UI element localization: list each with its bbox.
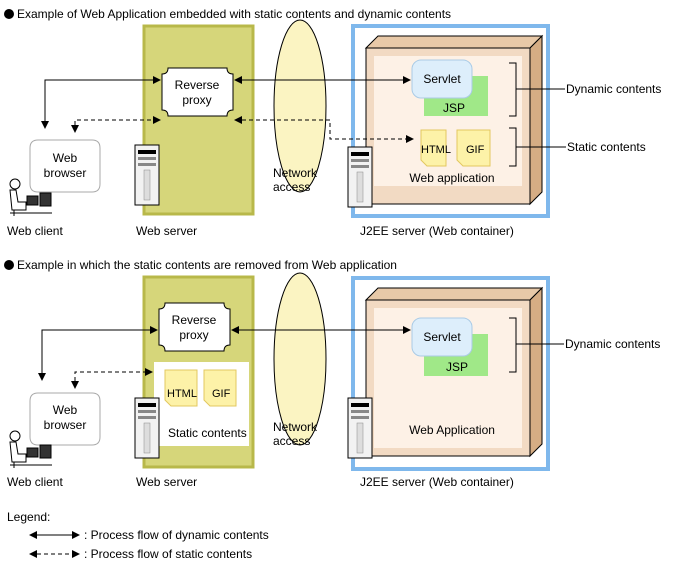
static-contents-label: Static contents bbox=[168, 426, 247, 440]
user-at-computer-icon bbox=[9, 430, 52, 468]
web-client-label: Web client bbox=[7, 224, 63, 238]
web-application-label: Web Application bbox=[409, 423, 495, 437]
web-browser-box bbox=[29, 392, 101, 446]
user-at-computer-icon bbox=[9, 178, 52, 216]
static-flow-arrow bbox=[234, 116, 414, 143]
web-browser-label: browser bbox=[44, 418, 87, 432]
j2ee-server-label: J2EE server (Web container) bbox=[360, 224, 514, 238]
dynamic-bracket bbox=[509, 317, 517, 373]
static-flow-arrow bbox=[71, 116, 161, 133]
dynamic-flow-arrow bbox=[38, 326, 158, 381]
section-title: Example of Web Application embedded with… bbox=[17, 7, 451, 21]
network-ellipse bbox=[273, 272, 327, 446]
web-server-label: Web server bbox=[136, 475, 197, 489]
html-file-icon bbox=[420, 129, 447, 167]
web-browser-label: Web bbox=[53, 151, 78, 165]
section-1: Example of Web Application embedded with… bbox=[4, 7, 661, 238]
reverse-proxy-label: Reverse bbox=[175, 78, 220, 92]
server-tower-icon bbox=[134, 397, 160, 459]
web-application-label: Web application bbox=[409, 171, 494, 185]
jsp-label: JSP bbox=[446, 360, 468, 374]
servlet-label: Servlet bbox=[423, 72, 461, 86]
reverse-proxy-label: proxy bbox=[182, 93, 211, 107]
reverse-proxy-label: proxy bbox=[179, 328, 208, 342]
html-label: HTML bbox=[167, 388, 197, 400]
section-2: Example in which the static contents are… bbox=[4, 258, 660, 489]
server-tower-icon bbox=[347, 146, 373, 208]
servlet-label: Servlet bbox=[423, 330, 461, 344]
j2ee-server-label: J2EE server (Web container) bbox=[360, 475, 514, 489]
static-contents-label: Static contents bbox=[567, 140, 646, 154]
dynamic-contents-label: Dynamic contents bbox=[565, 337, 660, 351]
web-container-shadow bbox=[529, 286, 543, 458]
reverse-proxy-label: Reverse bbox=[172, 313, 217, 327]
web-browser-label: Web bbox=[53, 403, 78, 417]
reverse-proxy-box bbox=[158, 302, 231, 352]
legend-static-label: : Process flow of static contents bbox=[84, 547, 252, 561]
dynamic-flow-arrow bbox=[41, 76, 161, 129]
html-label: HTML bbox=[421, 144, 451, 156]
reverse-proxy-box bbox=[161, 67, 234, 117]
bullet-icon bbox=[4, 9, 14, 19]
gif-file-icon bbox=[203, 369, 237, 407]
web-browser-label: browser bbox=[44, 166, 87, 180]
network-access-label: Network bbox=[273, 420, 318, 434]
network-access-label: access bbox=[273, 434, 310, 448]
static-flow-arrow bbox=[71, 368, 153, 389]
gif-label: GIF bbox=[212, 388, 231, 400]
html-file-icon bbox=[164, 369, 198, 407]
network-access-label: Network bbox=[273, 166, 318, 180]
legend-title: Legend: bbox=[7, 510, 50, 524]
server-tower-icon bbox=[134, 144, 160, 206]
web-server-label: Web server bbox=[136, 224, 197, 238]
gif-label: GIF bbox=[466, 144, 485, 156]
legend-dynamic-label: : Process flow of dynamic contents bbox=[84, 528, 269, 542]
network-access-label: access bbox=[273, 180, 310, 194]
section-title: Example in which the static contents are… bbox=[17, 258, 397, 272]
web-container-shadow bbox=[364, 35, 544, 49]
network-ellipse bbox=[273, 19, 327, 193]
web-client-label: Web client bbox=[7, 475, 63, 489]
dynamic-contents-label: Dynamic contents bbox=[566, 82, 661, 96]
bullet-icon bbox=[4, 260, 14, 270]
servlet-box bbox=[411, 317, 473, 357]
web-container-shadow bbox=[364, 287, 544, 301]
servlet-box bbox=[411, 59, 473, 99]
jsp-label: JSP bbox=[443, 101, 465, 115]
legend: Legend: : Process flow of dynamic conten… bbox=[7, 510, 269, 561]
gif-file-icon bbox=[456, 129, 491, 167]
server-tower-icon bbox=[347, 397, 373, 459]
web-container-shadow bbox=[529, 34, 543, 206]
web-browser-box bbox=[29, 139, 101, 193]
